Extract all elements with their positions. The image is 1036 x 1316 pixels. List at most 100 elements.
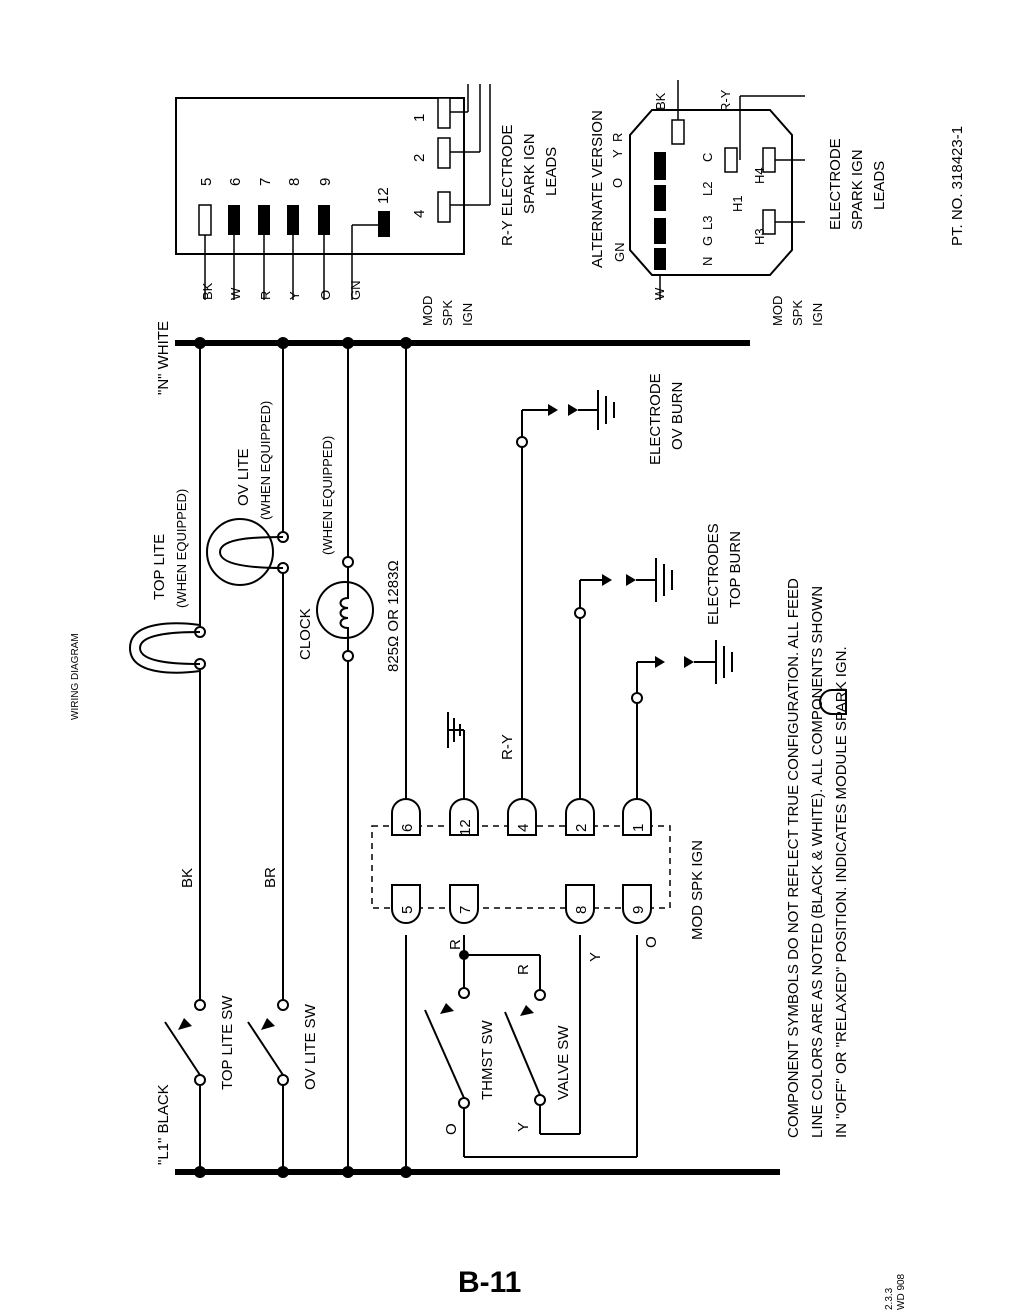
code-line-2: WD 908 bbox=[896, 1273, 907, 1310]
alt-pin-g: G bbox=[700, 236, 715, 246]
valve-sw-label: VALVE SW bbox=[555, 1025, 572, 1100]
electrode-ov-label-1: ELECTRODE bbox=[647, 373, 664, 465]
connector-pin-1: 1 bbox=[411, 114, 428, 122]
ov-lite-sw-label: OV LITE SW bbox=[302, 1003, 319, 1090]
wire-r-label-2: R bbox=[515, 964, 532, 975]
module-pin-5: 5 bbox=[399, 906, 416, 914]
connector-block bbox=[175, 97, 465, 255]
connector-pin-7: 7 bbox=[257, 178, 274, 186]
connector-wire-w: W bbox=[228, 287, 243, 300]
alt-h4: H4 bbox=[752, 167, 767, 184]
alt-pin-l3: L3 bbox=[700, 216, 715, 230]
module-pin-9: 9 bbox=[630, 906, 647, 914]
note-line-1: COMPONENT SYMBOLS DO NOT REFLECT TRUE CO… bbox=[785, 578, 802, 1138]
alt-mod-label-1: MOD bbox=[770, 296, 785, 326]
module-pin-7: 7 bbox=[457, 906, 474, 914]
wire-r-label-1: R bbox=[447, 939, 464, 950]
electrode-ov-label-2: OV BURN bbox=[669, 382, 686, 450]
module-pins-top bbox=[391, 798, 652, 836]
wire-o-label-2: O bbox=[443, 1123, 460, 1135]
alt-h1: H1 bbox=[730, 195, 745, 212]
electrodes-top-label-1: ELECTRODES bbox=[705, 523, 722, 625]
connector-pin-9: 9 bbox=[317, 178, 334, 186]
wire-y-label-2: Y bbox=[515, 1122, 532, 1132]
alt-label-bk: BK bbox=[653, 92, 668, 110]
electrode-ov-wire bbox=[516, 390, 615, 800]
connector-wire-y: Y bbox=[287, 291, 302, 300]
alt-h3: H3 bbox=[752, 228, 767, 245]
connector-wire-gn: GN bbox=[348, 281, 363, 301]
wire-y-label-1: Y bbox=[587, 952, 604, 962]
connector-pin-wires bbox=[204, 84, 491, 300]
alt-mod-label-3: IGN bbox=[810, 303, 825, 326]
clock-resistance-label: 825Ω OR 1283Ω bbox=[385, 560, 402, 672]
switch-circuit bbox=[424, 935, 638, 1158]
ov-lite-label: OV LITE bbox=[235, 448, 252, 506]
electrode-top-wire-2 bbox=[574, 558, 673, 800]
top-lite-label: TOP LITE bbox=[151, 534, 168, 600]
module-pin-8: 8 bbox=[573, 906, 590, 914]
alt-label-w: W bbox=[652, 287, 667, 300]
note-line-2: LINE COLORS ARE AS NOTED (BLACK & WHITE)… bbox=[809, 586, 826, 1138]
alt-label-y: Y bbox=[610, 149, 625, 158]
alt-label-ry: R-Y bbox=[718, 89, 733, 112]
wire-bk-label: BK bbox=[179, 868, 196, 888]
connector-pin-12: 12 bbox=[375, 187, 392, 204]
alt-label-o: O bbox=[610, 178, 625, 188]
clock-circuit bbox=[316, 343, 374, 1172]
connector-wire-bk: BK bbox=[200, 282, 215, 300]
clock-label: CLOCK bbox=[297, 608, 314, 660]
top-lite-sw-label: TOP LITE SW bbox=[219, 995, 236, 1090]
connector-leads-label-3: LEADS bbox=[543, 147, 560, 196]
ov-lite-circuit bbox=[206, 343, 289, 1172]
top-lite-equipped-label: (WHEN EQUIPPED) bbox=[174, 489, 189, 608]
electrode-top-wire-1 bbox=[631, 640, 733, 800]
ov-lite-equipped-label: (WHEN EQUIPPED) bbox=[258, 401, 273, 520]
code-line-1: 2.3.3 bbox=[884, 1287, 895, 1310]
connector-mod-label-3: IGN bbox=[460, 303, 475, 326]
connector-leads-label-1: R-Y ELECTRODE bbox=[499, 125, 516, 246]
module-indicator-symbol bbox=[819, 689, 847, 715]
clock-equipped-label: (WHEN EQUIPPED) bbox=[320, 436, 335, 555]
module-pin-2: 2 bbox=[573, 824, 590, 832]
alt-pin-l2: L2 bbox=[700, 182, 715, 196]
ground-symbol-12 bbox=[447, 712, 465, 800]
connector-leads-label-2: SPARK IGN bbox=[521, 133, 538, 214]
module-pins-bottom bbox=[391, 884, 652, 924]
connector-pin-8: 8 bbox=[286, 178, 303, 186]
alt-version-title: ALTERNATE VERSION bbox=[589, 110, 606, 268]
note-line-3: IN "OFF" OR "RELAXED" POSITION. INDICATE… bbox=[833, 646, 850, 1138]
connector-mod-label-2: SPK bbox=[440, 300, 455, 326]
module-pin-6: 6 bbox=[399, 824, 416, 832]
connector-wire-r: R bbox=[258, 291, 273, 300]
alt-pin-n: N bbox=[700, 257, 715, 266]
module-label: MOD SPK IGN bbox=[689, 840, 706, 940]
connector-pin-5: 5 bbox=[198, 178, 215, 186]
thmst-sw-label: THMST SW bbox=[479, 1019, 496, 1100]
electrodes-top-label-2: TOP BURN bbox=[727, 531, 744, 608]
module-pin-12: 12 bbox=[457, 819, 474, 836]
module-pin-1: 1 bbox=[630, 824, 647, 832]
connector-pins bbox=[198, 97, 451, 237]
alt-pin-c: C bbox=[700, 153, 715, 162]
alt-leads-label-2: SPARK IGN bbox=[849, 149, 866, 230]
top-lite-circuit bbox=[128, 343, 206, 1172]
connector-pin-2: 2 bbox=[411, 154, 428, 162]
alt-label-gn: GN bbox=[612, 243, 627, 263]
alt-leads-label-1: ELECTRODE bbox=[827, 138, 844, 230]
wire-br-label: BR bbox=[262, 867, 279, 888]
part-number: PT. NO. 318423-1 bbox=[949, 126, 966, 246]
wire-ry-label: R-Y bbox=[499, 734, 516, 760]
alt-mod-label-2: SPK bbox=[790, 300, 805, 326]
n-white-label: "N" WHITE bbox=[155, 321, 172, 395]
module-pin-4: 4 bbox=[515, 824, 532, 832]
connector-pin-4: 4 bbox=[411, 210, 428, 218]
page-label: B-11 bbox=[458, 1266, 521, 1299]
wire-o-label-1: O bbox=[643, 936, 660, 948]
alt-connector-wires bbox=[659, 80, 805, 300]
connector-mod-label-1: MOD bbox=[420, 296, 435, 326]
l1-black-label: "L1" BLACK bbox=[155, 1084, 172, 1165]
connector-wire-o: O bbox=[318, 290, 333, 300]
alt-leads-label-3: LEADS bbox=[871, 161, 888, 210]
